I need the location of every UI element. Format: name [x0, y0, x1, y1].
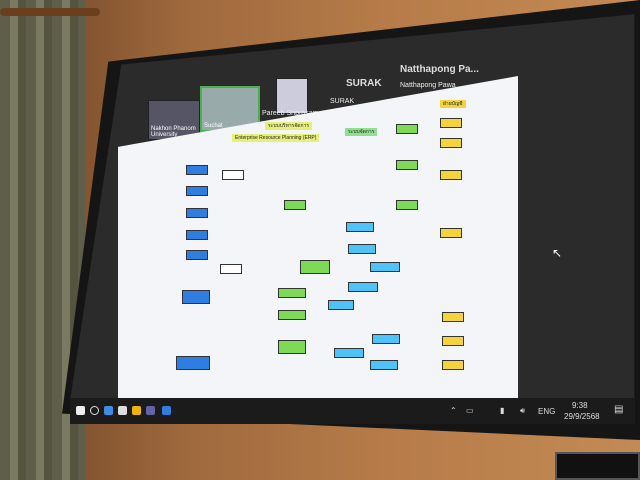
flow-box	[278, 340, 306, 354]
network-icon[interactable]: ▭	[466, 406, 474, 415]
flow-box	[186, 208, 208, 218]
flow-box	[284, 200, 306, 210]
flow-box	[300, 260, 330, 274]
flow-box	[396, 160, 418, 170]
teams-icon[interactable]	[146, 406, 155, 415]
flow-box	[182, 290, 210, 304]
flow-box	[186, 165, 208, 175]
flow-box	[346, 222, 374, 232]
flow-box	[176, 356, 210, 370]
speaker-name: Natthapong Pa...	[400, 64, 479, 75]
swimlane-header: Enterprise Resource Planning (ERP)	[232, 134, 320, 142]
tray-chevron-icon[interactable]: ⌃	[450, 406, 457, 415]
search-icon[interactable]	[90, 406, 99, 415]
app-icon[interactable]	[118, 406, 127, 415]
flow-box	[348, 282, 378, 292]
flow-box	[186, 186, 208, 196]
participant-name: Natthapong Pawa	[400, 82, 456, 89]
zoom-icon[interactable]	[162, 406, 171, 415]
flow-box	[442, 336, 464, 346]
notifications-icon[interactable]: ▤	[614, 404, 624, 415]
swimlane-header: ระบบบริหารจัดการ	[265, 122, 313, 130]
flow-box	[396, 124, 418, 134]
flow-box	[440, 138, 462, 148]
flow-box	[370, 262, 400, 272]
swimlane-header: ระบบจัดการ	[345, 128, 378, 136]
participant-name: Suchat	[204, 123, 223, 129]
flow-box	[442, 360, 464, 370]
swimlane-header: ฝ่ายบัญชี	[440, 100, 466, 108]
video-tile[interactable]	[276, 78, 308, 114]
language-indicator[interactable]: ENG	[538, 407, 556, 416]
volume-icon[interactable]: 🔊︎	[520, 406, 526, 415]
flow-box	[440, 170, 462, 180]
edge-icon[interactable]	[104, 406, 113, 415]
mouse-cursor-icon: ↖	[552, 246, 563, 260]
participant-name: SURAK	[330, 98, 355, 105]
flow-box	[278, 310, 306, 320]
flow-box	[348, 244, 376, 254]
flow-box	[440, 228, 462, 238]
flow-box	[334, 348, 364, 358]
flow-box	[396, 200, 418, 210]
speaker-name: SURAK	[346, 78, 382, 89]
microphone-icon[interactable]: ▮	[500, 406, 505, 415]
flow-box	[186, 250, 208, 260]
taskbar: ⌃ ▭ ▮ 🔊︎ ENG 9:38 29/9/2568 ▤	[70, 398, 635, 424]
clock-date[interactable]: 29/9/2568	[564, 412, 600, 421]
participant-name: Nakhon Phanom University	[151, 126, 196, 138]
windows-start-icon[interactable]	[76, 406, 85, 415]
clock-time[interactable]: 9:38	[572, 401, 588, 410]
flow-box	[222, 170, 244, 180]
folder-icon[interactable]	[132, 406, 141, 415]
participant-name: Pareeb Sriprasamete	[262, 110, 329, 117]
flow-box	[328, 300, 354, 310]
video-tile[interactable]: Nakhon Phanom University	[148, 100, 200, 140]
flow-box	[440, 118, 462, 128]
curtain-rod	[0, 8, 100, 16]
flow-box	[220, 264, 242, 274]
small-monitor	[555, 452, 640, 480]
flow-box	[278, 288, 306, 298]
flow-box	[442, 312, 464, 322]
flow-box	[370, 360, 398, 370]
flow-box	[186, 230, 208, 240]
flow-box	[372, 334, 400, 344]
